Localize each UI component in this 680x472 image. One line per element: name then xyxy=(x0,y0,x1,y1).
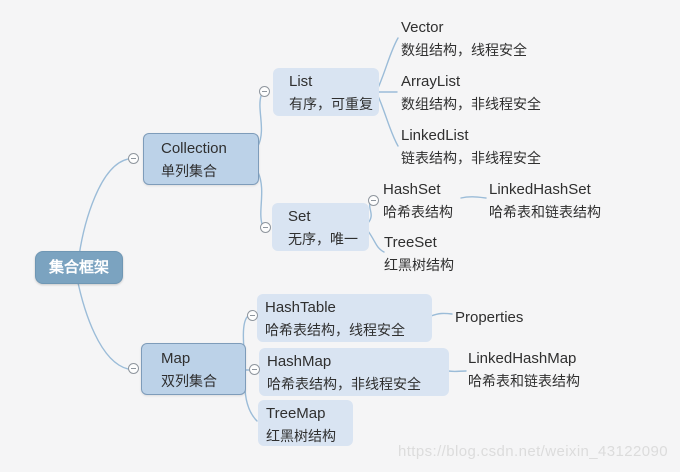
node-title: HashSet xyxy=(383,181,441,198)
branch-line xyxy=(377,37,399,89)
node-title: Map xyxy=(161,350,191,367)
node-linkedhashset[interactable]: LinkedHashSet 哈希表和链表结构 xyxy=(489,178,601,223)
branch-line xyxy=(76,277,129,370)
node-title: LinkedHashSet xyxy=(489,181,591,198)
collapse-icon[interactable] xyxy=(368,195,379,206)
node-hashtable[interactable]: HashTable 哈希表结构，线程安全 xyxy=(257,294,432,342)
branch-line xyxy=(460,196,487,199)
node-title: LinkedList xyxy=(401,127,469,144)
node-subtitle: 链表结构，非线程安全 xyxy=(401,150,541,166)
node-set[interactable]: Set 无序，唯一 xyxy=(272,203,369,251)
node-title: List xyxy=(289,73,313,90)
node-list[interactable]: List 有序，可重复 xyxy=(273,68,379,116)
node-subtitle: 哈希表结构 xyxy=(383,204,453,220)
collapse-icon[interactable] xyxy=(128,363,139,374)
node-subtitle: 数组结构，线程安全 xyxy=(401,42,527,58)
collapse-icon[interactable] xyxy=(128,153,139,164)
node-subtitle: 单列集合 xyxy=(161,163,217,179)
node-title: Set xyxy=(288,208,311,225)
node-subtitle: 有序，可重复 xyxy=(289,96,373,112)
node-subtitle: 红黑树结构 xyxy=(384,257,454,273)
node-title: Properties xyxy=(455,309,524,326)
node-title: LinkedHashMap xyxy=(468,350,577,367)
node-subtitle: 哈希表结构，线程安全 xyxy=(265,322,405,338)
node-collection[interactable]: Collection 单列集合 xyxy=(143,133,259,185)
node-map[interactable]: Map 双列集合 xyxy=(141,343,246,395)
collapse-icon[interactable] xyxy=(260,222,271,233)
node-linkedhashmap[interactable]: LinkedHashMap 哈希表和链表结构 xyxy=(468,347,580,392)
branch-line xyxy=(377,95,399,147)
collapse-icon[interactable] xyxy=(249,364,260,375)
node-subtitle: 红黑树结构 xyxy=(266,428,336,444)
collapse-icon[interactable] xyxy=(259,86,270,97)
collapse-icon[interactable] xyxy=(247,310,258,321)
node-title: HashTable xyxy=(265,299,336,316)
node-root[interactable]: 集合框架 xyxy=(35,251,123,284)
node-subtitle: 数组结构，非线程安全 xyxy=(401,96,541,112)
branch-line xyxy=(430,312,453,317)
node-title: Collection xyxy=(161,140,227,157)
node-title: HashMap xyxy=(267,353,332,370)
branch-line xyxy=(257,95,263,147)
node-subtitle: 无序，唯一 xyxy=(288,231,358,247)
branch-line xyxy=(367,230,385,253)
node-title: Vector xyxy=(401,19,444,36)
node-treeset[interactable]: TreeSet 红黑树结构 xyxy=(384,231,454,276)
watermark: https://blog.csdn.net/weixin_43122090 xyxy=(398,443,668,460)
node-subtitle: 哈希表和链表结构 xyxy=(489,204,601,220)
node-title: 集合框架 xyxy=(48,259,109,276)
node-title: TreeMap xyxy=(266,405,326,422)
node-hashset[interactable]: HashSet 哈希表结构 xyxy=(383,178,453,223)
branch-line xyxy=(78,158,129,257)
node-subtitle: 双列集合 xyxy=(161,373,217,389)
node-properties[interactable]: Properties xyxy=(455,306,523,329)
node-hashmap[interactable]: HashMap 哈希表结构，非线程安全 xyxy=(259,348,449,396)
node-title: ArrayList xyxy=(401,73,461,90)
node-linkedlist[interactable]: LinkedList 链表结构，非线程安全 xyxy=(401,124,541,169)
node-title: TreeSet xyxy=(384,234,437,251)
branch-line xyxy=(257,171,263,225)
branch-line xyxy=(244,377,258,422)
node-subtitle: 哈希表和链表结构 xyxy=(468,373,580,389)
node-treemap[interactable]: TreeMap 红黑树结构 xyxy=(258,400,353,446)
node-vector[interactable]: Vector 数组结构，线程安全 xyxy=(401,16,527,61)
node-subtitle: 哈希表结构，非线程安全 xyxy=(267,376,421,392)
node-arraylist[interactable]: ArrayList 数组结构，非线程安全 xyxy=(401,70,541,115)
